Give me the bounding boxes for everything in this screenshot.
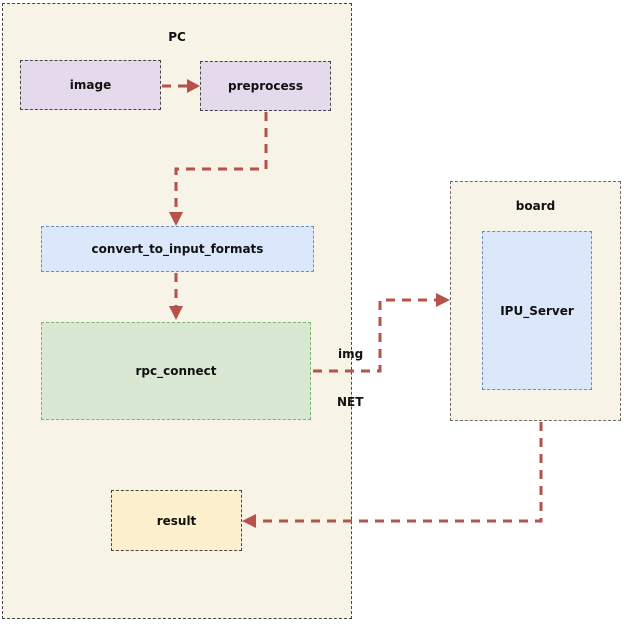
node-rpc-connect: rpc_connect [41, 322, 311, 420]
edge-label-net: NET [337, 395, 364, 409]
board-container-title: board [515, 199, 556, 213]
node-image: image [20, 60, 161, 110]
node-result-label: result [156, 513, 197, 528]
node-ipu-server-label: IPU_Server [500, 303, 574, 318]
node-convert-to-input-formats: convert_to_input_formats [41, 226, 314, 272]
node-ipu-server: IPU_Server [482, 231, 592, 390]
node-preprocess: preprocess [200, 61, 331, 111]
pc-container-title: PC [168, 30, 186, 44]
node-result: result [111, 490, 242, 551]
node-convert-label: convert_to_input_formats [91, 242, 264, 256]
node-image-label: image [69, 78, 112, 92]
node-rpc-label: rpc_connect [135, 364, 217, 378]
node-preprocess-label: preprocess [228, 79, 303, 93]
edge-label-img: img [338, 347, 364, 361]
arrowhead-board [436, 293, 450, 307]
